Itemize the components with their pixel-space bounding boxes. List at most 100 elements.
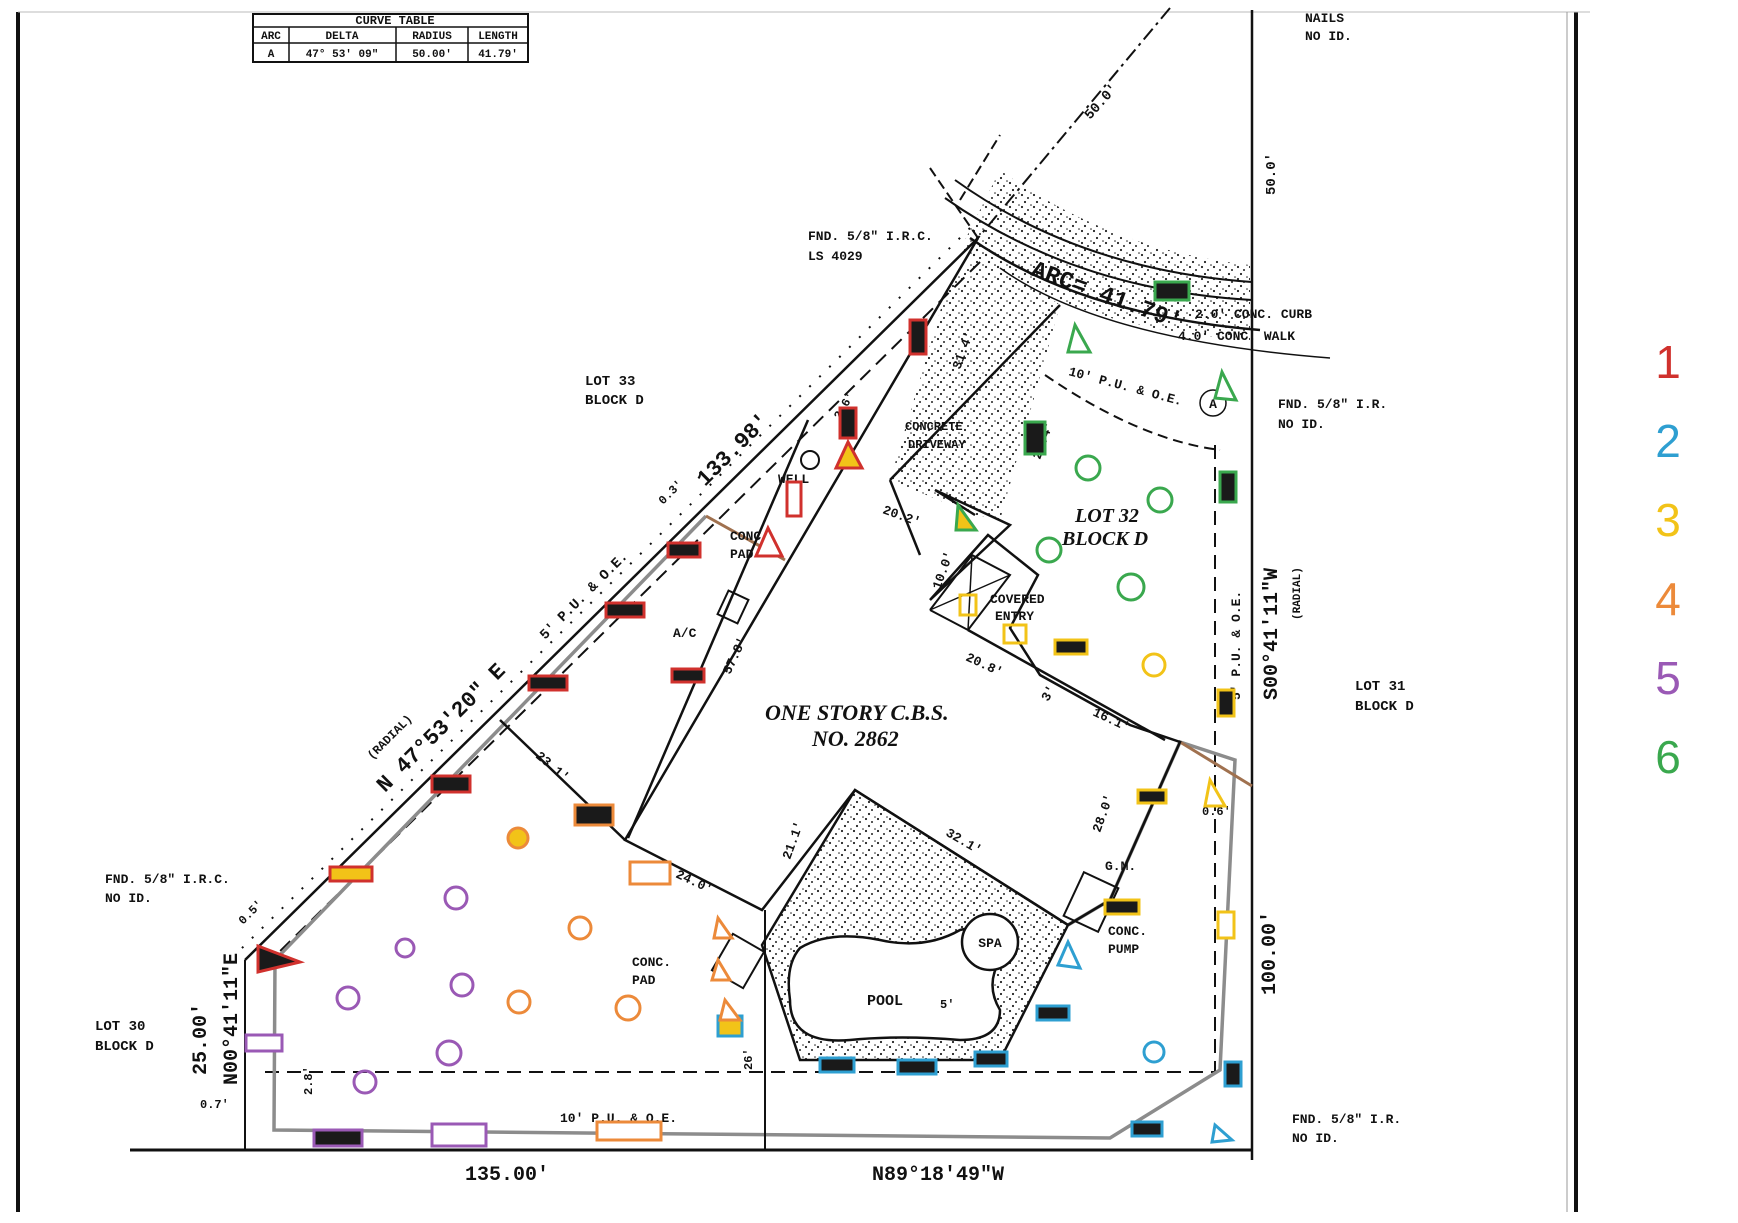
color-legend: 1 2 3 4 5 6 [1655, 336, 1681, 783]
label-covered-entry-2: ENTRY [995, 609, 1034, 624]
marker-blue [896, 1058, 938, 1076]
label-covered-entry-1: COVERED [990, 592, 1045, 607]
label-bearing-bottom: N89°18'49"W [872, 1164, 1004, 1187]
marker-yellow [1053, 638, 1089, 656]
marker-red [604, 601, 646, 619]
label-dist-50-vert: 50.0' [1264, 153, 1280, 195]
marker-green [1153, 280, 1191, 302]
label-d-57: 57.8' [720, 635, 750, 677]
label-conc-pad-top-2: PAD [730, 547, 754, 562]
label-d-280: 28.0' [1090, 793, 1117, 835]
house-wall-driveway [889, 304, 1061, 481]
label-fnd-right-id: NO ID. [1278, 417, 1325, 432]
easement-northwest [267, 261, 981, 964]
marker-yellow [328, 865, 374, 883]
legend-item-3: 3 [1655, 494, 1681, 546]
label-driveway-2: DRIVEWAY [908, 438, 966, 452]
label-dist-50-diag: 50.0' [1082, 81, 1122, 123]
spa-shape [960, 912, 1020, 972]
marker-orange [573, 803, 615, 827]
label-d-05: 0.5' [236, 898, 266, 928]
marker-green-triangle [954, 500, 979, 532]
marker-orange-triangle [712, 914, 735, 940]
marker-yellow-circle [1141, 652, 1167, 678]
label-house-1: ONE STORY C.B.S. [765, 700, 949, 725]
legend-item-4: 4 [1655, 573, 1681, 625]
label-conc-pad-top-1: CONC. [730, 529, 769, 544]
label-d-208: 20.8' [963, 650, 1005, 680]
marker-green-triangle [1066, 320, 1093, 354]
radial-line [977, 7, 1171, 239]
marker-blue-triangle [1210, 1122, 1236, 1144]
marker-red [527, 674, 569, 692]
well-symbol [800, 450, 820, 470]
curb-arc-3 [969, 236, 1261, 332]
curve-table-header-arc: ARC [261, 31, 281, 43]
legend-item-6: 6 [1655, 731, 1681, 783]
label-dist-25: 25.00' [190, 1003, 213, 1075]
marker-yellow [958, 593, 978, 617]
marker-red [670, 667, 706, 684]
marker-orange-circle [506, 989, 532, 1015]
marker-purple-circle [394, 937, 416, 959]
label-bearing-right: S00°41'11"W [1261, 568, 1284, 700]
label-d-26b: 26' [742, 1048, 756, 1070]
label-d-231: 23.1' [532, 749, 572, 786]
marker-green-circle [1116, 572, 1146, 602]
curve-table-cell-delta: 47° 53' 09" [306, 49, 379, 61]
label-fnd-bottom: FND. 5/8" I.R. [1292, 1112, 1401, 1127]
marker-yellow [1216, 910, 1236, 940]
label-nails-id: NO ID. [1305, 29, 1352, 44]
covered-entry-x2 [967, 554, 973, 631]
marker-red-triangle [256, 943, 306, 974]
label-d-28: 2.8' [302, 1066, 316, 1095]
label-d-07: 0.7' [200, 1098, 229, 1112]
label-conc-pad-bottom-1: CONC. [632, 955, 671, 970]
curve-table-header-length: LENGTH [478, 31, 518, 43]
marker-red [908, 318, 928, 356]
marker-orange-triangle [718, 996, 743, 1022]
marker-red [838, 406, 858, 440]
marker-orange-circle [614, 994, 642, 1022]
marker-purple-circle [449, 972, 475, 998]
marker-red [666, 541, 702, 559]
radial-line-lower [929, 167, 979, 239]
legend-item-1: 1 [1655, 336, 1681, 388]
curve-table-cell-radius: 50.00' [412, 49, 452, 61]
marker-purple-circle [352, 1069, 378, 1095]
label-pue-top: 10' P.U. & O.E. [1067, 364, 1184, 409]
marker-green-circle [1074, 454, 1102, 482]
fence-brown-right [1179, 740, 1253, 788]
label-lot32-block: BLOCK D [1061, 528, 1148, 550]
label-fnd-top: FND. 5/8" I.R.C. [808, 229, 933, 244]
label-fnd-left: FND. 5/8" I.R.C. [105, 872, 230, 887]
label-lot30: LOT 30 [95, 1019, 145, 1035]
arc-a-circle [1199, 389, 1227, 417]
curb-arc-1 [954, 179, 1253, 283]
label-curb: 2.0' CONC. CURB [1195, 307, 1312, 322]
marker-blue-triangle [1055, 938, 1083, 970]
label-d-240: 24.0' [673, 867, 715, 897]
label-pool: POOL [867, 993, 903, 1010]
house-wall-west [626, 419, 810, 839]
curve-table-title: CURVE TABLE [355, 14, 434, 28]
pool-shape [787, 926, 1002, 1042]
label-lot30-block: BLOCK D [95, 1039, 154, 1055]
marker-blue [1035, 1004, 1071, 1022]
radial-line-lower2 [959, 134, 1001, 201]
marker-yellow [1216, 688, 1236, 718]
marker-green [1218, 470, 1238, 504]
marker-yellow-circle [506, 826, 530, 850]
label-radial-right: (RADIAL) [1292, 567, 1304, 620]
curb-arc-2 [944, 197, 1253, 301]
label-lot33-block: BLOCK D [585, 393, 644, 409]
marker-orange-circle [567, 915, 593, 941]
curve-table: CURVE TABLE ARC DELTA RADIUS LENGTH A 47… [252, 13, 529, 63]
ac-box [716, 589, 750, 625]
label-pue-right: 5' P.U. & O.E. [1229, 591, 1244, 700]
label-lot31: LOT 31 [1355, 679, 1405, 695]
label-nails: NAILS [1305, 11, 1344, 26]
label-d-06: 0.6' [1202, 805, 1231, 819]
marker-purple [430, 1122, 488, 1148]
curb-arc-4 [999, 267, 1331, 359]
